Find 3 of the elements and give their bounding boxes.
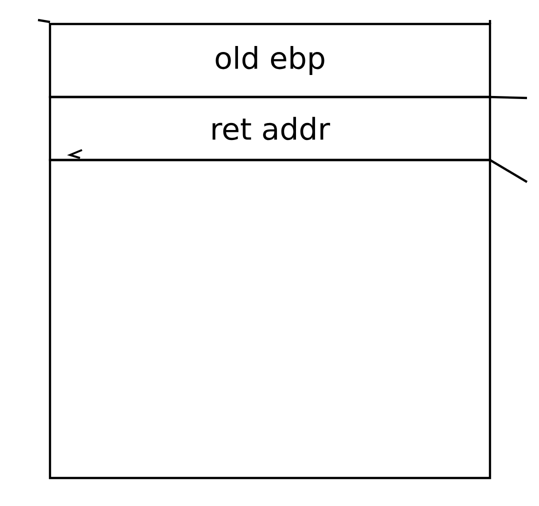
- stack-cell: [48, 158, 492, 480]
- stack-cell: ret addr: [48, 96, 492, 162]
- stack-cell: old ebp: [48, 22, 492, 98]
